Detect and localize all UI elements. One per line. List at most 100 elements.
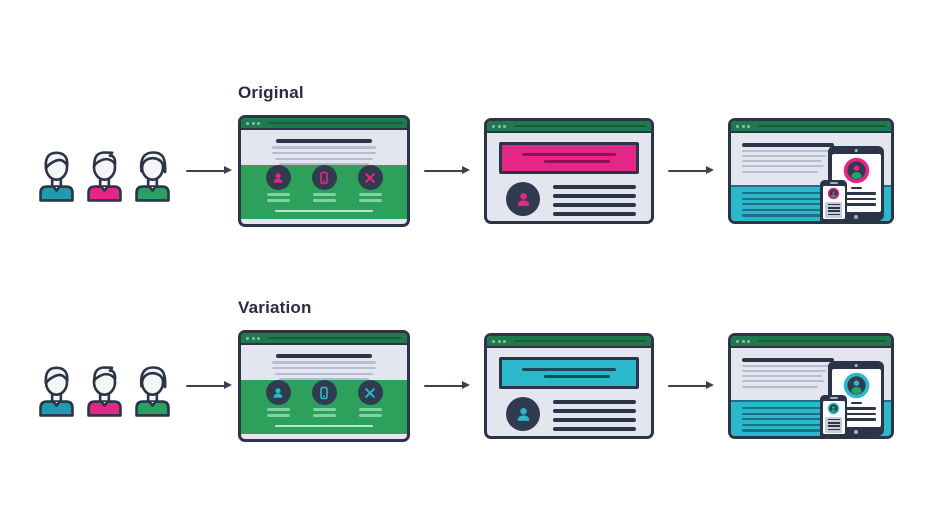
caption-line	[266, 408, 290, 411]
row-label-variation: Variation	[238, 298, 312, 317]
caption-line	[850, 401, 862, 405]
feature-list	[241, 165, 407, 202]
window-dot	[497, 339, 501, 343]
caption-line	[358, 193, 382, 196]
text-line	[272, 146, 376, 149]
arrow-right-icon	[186, 166, 232, 176]
phone-screen	[822, 400, 845, 434]
caption-line	[358, 408, 382, 411]
window-dot	[251, 121, 255, 125]
address-bar	[513, 339, 646, 343]
text-line	[553, 426, 636, 431]
user-icon	[87, 366, 122, 417]
arrow-shaft	[668, 384, 707, 388]
browser-window-features	[238, 115, 410, 227]
text-line	[742, 407, 834, 410]
browser-titlebar	[241, 118, 407, 130]
window-dot	[492, 124, 495, 128]
window-dot	[503, 339, 506, 343]
heading-line	[742, 358, 834, 362]
text-line	[827, 213, 840, 216]
text-line	[742, 385, 818, 388]
feature-circle	[311, 380, 337, 405]
user-icon	[517, 192, 529, 206]
row-label-original: Original	[238, 83, 304, 102]
address-bar	[757, 339, 886, 343]
address-bar	[267, 121, 402, 125]
window-dot	[747, 124, 750, 128]
arrow-right-icon	[668, 166, 714, 176]
hero-banner	[499, 142, 639, 174]
address-bar	[757, 124, 886, 128]
browser-window-responsive	[728, 333, 894, 439]
feature-item	[311, 165, 337, 202]
heading-line	[276, 354, 372, 358]
flow-row-variation: Variation	[34, 298, 894, 446]
user-avatar-icon	[827, 187, 840, 200]
window-dot	[741, 124, 745, 128]
heading-line	[276, 139, 372, 143]
text-line	[742, 364, 830, 367]
text-line	[742, 380, 824, 383]
user-icon	[87, 151, 122, 202]
text-line	[742, 208, 832, 211]
text-line	[836, 203, 876, 206]
text-line	[272, 361, 376, 364]
window-dot	[747, 339, 750, 343]
caption-line	[312, 193, 336, 196]
banner-text-line	[522, 368, 616, 371]
window-dot	[246, 121, 249, 125]
user-group	[34, 354, 174, 426]
text-line	[742, 154, 826, 157]
caption-line	[358, 414, 382, 417]
window-dot	[492, 339, 495, 343]
browser-window-responsive	[728, 118, 894, 224]
text-line	[742, 160, 822, 163]
caption-line	[358, 199, 382, 202]
text-line	[827, 207, 840, 209]
text-line	[553, 408, 636, 413]
window-dot	[736, 124, 739, 128]
camera-dot	[854, 149, 858, 152]
page-header-area	[241, 345, 407, 385]
text-line	[742, 149, 830, 152]
text-line	[742, 375, 822, 378]
text-line	[827, 422, 840, 424]
text-line	[827, 210, 840, 212]
feature-item	[265, 165, 291, 202]
feature-item	[311, 380, 337, 417]
text-line	[836, 412, 876, 416]
text-line	[827, 428, 840, 431]
user-icon	[135, 366, 170, 417]
shuffle-icon	[365, 172, 375, 183]
window-dot	[736, 339, 739, 343]
caption-line	[850, 186, 862, 190]
feature-item	[265, 380, 291, 417]
user-icon	[39, 151, 74, 202]
feature-list	[241, 380, 407, 417]
smartphone-icon	[320, 386, 328, 399]
window-dot	[497, 124, 501, 128]
home-button	[854, 429, 858, 434]
user-icon	[39, 366, 74, 417]
browser-titlebar	[731, 336, 891, 348]
feature-circle	[265, 165, 291, 190]
caption-line	[312, 414, 336, 417]
feature-circle	[265, 380, 291, 405]
text-line	[742, 170, 818, 173]
browser-window-features	[238, 330, 410, 442]
feature-circle	[311, 165, 337, 190]
home-button	[854, 214, 858, 219]
text-line	[742, 165, 824, 168]
arrow-shaft	[668, 169, 707, 173]
text-line	[275, 157, 373, 160]
feature-circle	[357, 380, 383, 405]
footer-line	[275, 424, 373, 427]
phone-screen	[822, 185, 845, 219]
browser-window-banner	[484, 333, 654, 439]
camera-dot	[854, 364, 858, 367]
window-dot	[257, 121, 260, 125]
text-line	[836, 197, 876, 201]
text-line	[742, 429, 828, 432]
